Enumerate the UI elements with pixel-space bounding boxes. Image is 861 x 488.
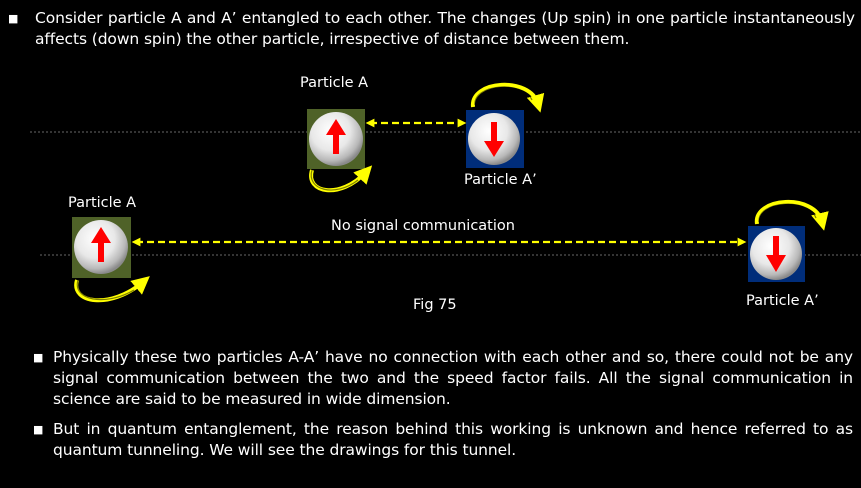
spin-up-arrow-icon bbox=[91, 227, 111, 262]
spin-up-arrow-icon bbox=[326, 119, 346, 154]
top-particle-a-label: Particle A bbox=[300, 75, 369, 91]
figure-caption: Fig 75 bbox=[413, 297, 457, 313]
spin-down-arrow-icon bbox=[484, 122, 504, 157]
bottom-particle-a bbox=[72, 217, 131, 278]
bottom-particle-a-prime bbox=[748, 226, 805, 282]
bullet-1-text: Consider particle A and A’ entangled to … bbox=[35, 9, 855, 48]
bottom-particle-a-prime-label: Particle A’ bbox=[746, 293, 819, 309]
no-signal-label: No signal communication bbox=[331, 218, 515, 234]
top-particle-a-prime-label: Particle A’ bbox=[464, 172, 537, 188]
top-particle-a bbox=[307, 109, 365, 169]
bullet-3-text: But in quantum entanglement, the reason … bbox=[53, 420, 853, 459]
spin-down-arrow-icon bbox=[766, 236, 786, 272]
bottom-particle-a-label: Particle A bbox=[68, 195, 137, 211]
bullet-marker: ■ bbox=[8, 12, 19, 25]
rotation-arrow-icon bbox=[74, 276, 150, 303]
bullet-2-text: Physically these two particles A-A’ have… bbox=[53, 348, 853, 408]
rotation-arrow-icon bbox=[471, 82, 545, 113]
bullet-marker: ■ bbox=[33, 351, 44, 364]
bullet-marker: ■ bbox=[33, 423, 44, 436]
rotation-arrow-icon bbox=[754, 199, 829, 231]
top-particle-a-prime bbox=[466, 110, 524, 168]
